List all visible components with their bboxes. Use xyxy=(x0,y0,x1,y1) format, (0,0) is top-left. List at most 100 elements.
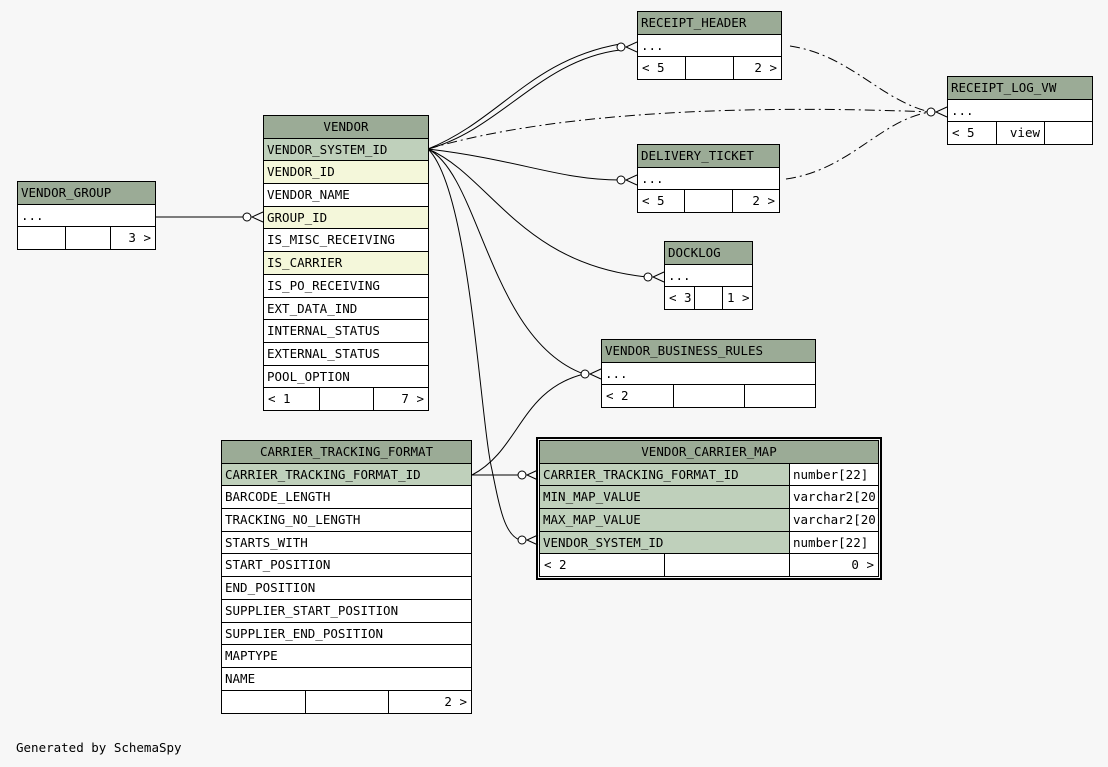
column-row[interactable]: MIN_MAP_VALUE varchar2[20] xyxy=(540,486,878,510)
column-name: VENDOR_SYSTEM_ID xyxy=(540,531,790,554)
crowfoot-marker xyxy=(525,469,539,481)
column-row[interactable]: INTERNAL_STATUS xyxy=(264,320,428,343)
children-count: 3 > xyxy=(128,230,151,246)
columns-ellipsis: ... xyxy=(602,362,815,386)
children-count: 2 > xyxy=(754,60,777,76)
table-vendor-carrier-map[interactable]: VENDOR_CARRIER_MAP CARRIER_TRACKING_FORM… xyxy=(536,436,882,581)
column-row[interactable]: CARRIER_TRACKING_FORMAT_ID number[22] xyxy=(540,463,878,487)
table-title[interactable]: VENDOR xyxy=(264,116,428,139)
column-row[interactable]: START_POSITION xyxy=(222,554,471,578)
table-footer: < 5 view xyxy=(948,122,1092,145)
children-count xyxy=(745,385,815,407)
column-row[interactable]: TRACKING_NO_LENGTH xyxy=(222,509,471,532)
column-row[interactable]: IS_PO_RECEIVING xyxy=(264,275,428,298)
children-count: 2 > xyxy=(444,693,467,709)
table-docklog[interactable]: DOCKLOG ... < 3 1 > xyxy=(664,241,753,311)
crowfoot-marker xyxy=(934,106,948,118)
column-row[interactable]: CARRIER_TRACKING_FORMAT_ID xyxy=(222,463,471,487)
children-count: 0 > xyxy=(851,557,874,573)
column-row[interactable]: STARTS_WITH xyxy=(222,532,471,555)
link-delivery-log xyxy=(785,111,931,180)
rows-count xyxy=(685,190,733,213)
generated-by-note: Generated by SchemaSpy xyxy=(16,740,182,755)
column-name: MAX_MAP_VALUE xyxy=(540,509,790,531)
rows-count xyxy=(66,227,111,250)
column-row[interactable]: VENDOR_ID xyxy=(264,161,428,185)
table-title[interactable]: VENDOR_CARRIER_MAP xyxy=(540,441,878,464)
columns-ellipsis: ... xyxy=(638,167,779,191)
table-footer: < 2 0 > xyxy=(540,554,878,577)
crowfoot-marker xyxy=(525,534,539,546)
link-vendor-business-rules xyxy=(427,148,585,375)
table-vendor-business-rules[interactable]: VENDOR_BUSINESS_RULES ... < 2 xyxy=(601,339,816,409)
table-footer: 3 > xyxy=(18,227,155,250)
parents-count: < 2 xyxy=(540,554,665,577)
column-row[interactable]: VENDOR_SYSTEM_ID number[22] xyxy=(540,531,878,555)
view-label: view xyxy=(997,122,1045,145)
parents-count: < 3 xyxy=(665,287,695,310)
rows-count xyxy=(320,388,374,411)
parents-count: < 5 xyxy=(638,57,686,80)
column-row[interactable]: GROUP_ID xyxy=(264,206,428,230)
column-row[interactable]: NAME xyxy=(222,668,471,691)
optional-marker xyxy=(643,272,653,282)
optional-marker xyxy=(517,535,527,545)
column-row[interactable]: EXTERNAL_STATUS xyxy=(264,343,428,366)
column-row[interactable]: END_POSITION xyxy=(222,577,471,600)
table-footer: 2 > xyxy=(222,690,471,713)
column-type: varchar2[20] xyxy=(790,509,878,531)
column-row[interactable]: MAX_MAP_VALUE varchar2[20] xyxy=(540,509,878,532)
table-title[interactable]: VENDOR_BUSINESS_RULES xyxy=(602,340,815,363)
table-carrier-tracking-format[interactable]: CARRIER_TRACKING_FORMAT CARRIER_TRACKING… xyxy=(221,440,472,714)
column-row[interactable]: POOL_OPTION xyxy=(264,366,428,389)
column-row[interactable]: VENDOR_NAME xyxy=(264,184,428,207)
crowfoot-marker xyxy=(588,368,602,380)
table-title[interactable]: CARRIER_TRACKING_FORMAT xyxy=(222,441,471,464)
columns-ellipsis: ... xyxy=(638,34,781,58)
parents-count xyxy=(222,690,306,713)
table-title[interactable]: RECEIPT_LOG_VW xyxy=(948,77,1092,100)
column-type: varchar2[20] xyxy=(790,486,878,509)
link-vendor-carrier-map xyxy=(427,148,521,541)
table-title[interactable]: DELIVERY_TICKET xyxy=(638,145,779,168)
crowfoot-marker xyxy=(624,174,638,186)
table-title[interactable]: RECEIPT_HEADER xyxy=(638,12,781,35)
optional-marker xyxy=(517,470,527,480)
columns-ellipsis: ... xyxy=(948,99,1092,123)
link-vendor-delivery xyxy=(427,148,621,181)
column-name: CARRIER_TRACKING_FORMAT_ID xyxy=(540,463,790,486)
rows-count xyxy=(686,57,734,80)
table-receipt-log-vw[interactable]: RECEIPT_LOG_VW ... < 5 view xyxy=(947,76,1093,146)
link-receipt-header-log xyxy=(789,45,931,113)
column-type: number[22] xyxy=(790,531,878,554)
crowfoot-marker xyxy=(651,271,665,283)
column-name: MIN_MAP_VALUE xyxy=(540,486,790,509)
column-row[interactable]: SUPPLIER_START_POSITION xyxy=(222,600,471,623)
column-row[interactable]: BARCODE_LENGTH xyxy=(222,486,471,510)
table-vendor[interactable]: VENDOR VENDOR_SYSTEM_ID VENDOR_ID VENDOR… xyxy=(263,115,429,412)
table-footer: < 2 xyxy=(602,385,815,408)
optional-marker xyxy=(242,212,252,222)
column-row[interactable]: EXT_DATA_IND xyxy=(264,298,428,321)
optional-marker xyxy=(926,107,936,117)
parents-count: < 5 xyxy=(948,122,997,145)
table-receipt-header[interactable]: RECEIPT_HEADER ... < 5 2 > xyxy=(637,11,782,81)
column-row[interactable]: VENDOR_SYSTEM_ID xyxy=(264,138,428,162)
children-count: 2 > xyxy=(752,193,775,209)
table-delivery-ticket[interactable]: DELIVERY_TICKET ... < 5 2 > xyxy=(637,144,780,214)
link-vendor-docklog xyxy=(427,148,649,278)
optional-marker xyxy=(616,42,626,52)
column-row[interactable]: IS_MISC_RECEIVING xyxy=(264,229,428,253)
column-row[interactable]: IS_CARRIER xyxy=(264,252,428,275)
table-footer: < 5 2 > xyxy=(638,57,781,80)
column-row[interactable]: SUPPLIER_END_POSITION xyxy=(222,623,471,646)
column-row[interactable]: MAPTYPE xyxy=(222,645,471,668)
parents-count: < 2 xyxy=(602,385,674,408)
rows-count xyxy=(674,385,745,408)
table-vendor-group[interactable]: VENDOR_GROUP ... 3 > xyxy=(17,181,156,251)
table-title[interactable]: VENDOR_GROUP xyxy=(18,182,155,205)
table-title[interactable]: DOCKLOG xyxy=(665,242,752,265)
children-count: 7 > xyxy=(401,391,424,407)
parents-count: < 5 xyxy=(638,190,685,213)
